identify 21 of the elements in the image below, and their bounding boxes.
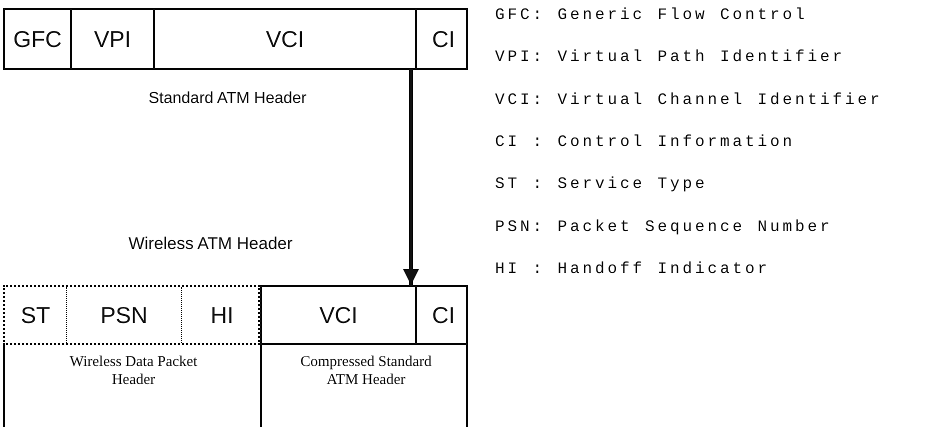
header-field: GFC (5, 10, 72, 68)
header-field: VCI (155, 10, 417, 68)
header-field: ST (5, 287, 67, 343)
section-caption: Compressed Standard ATM Header (299, 353, 433, 389)
definition-text: VCI: Virtual Channel Identifier (495, 90, 883, 109)
definition-text: HI : Handoff Indicator (495, 260, 770, 278)
definition-text: CI : Control Information (495, 132, 796, 151)
definition-text: PSN: Packet Sequence Number (495, 218, 833, 236)
definition-text: VPI: Virtual Path Identifier (495, 48, 846, 66)
header-field: VCI (262, 287, 417, 343)
header-field: HI (182, 287, 262, 343)
section-caption: Wireless Data Packet Header (68, 353, 198, 389)
header-field: PSN (67, 287, 182, 343)
definition-text: ST : Service Type (495, 175, 708, 194)
header-field: CI (417, 287, 470, 343)
arrow (403, 70, 419, 285)
header-title: Wireless ATM Header (127, 234, 294, 254)
header-field: CI (417, 10, 470, 68)
header-caption: Standard ATM Header (147, 90, 308, 108)
header-field: VPI (72, 10, 155, 68)
definition-text: GFC: Generic Flow Control (495, 6, 808, 24)
